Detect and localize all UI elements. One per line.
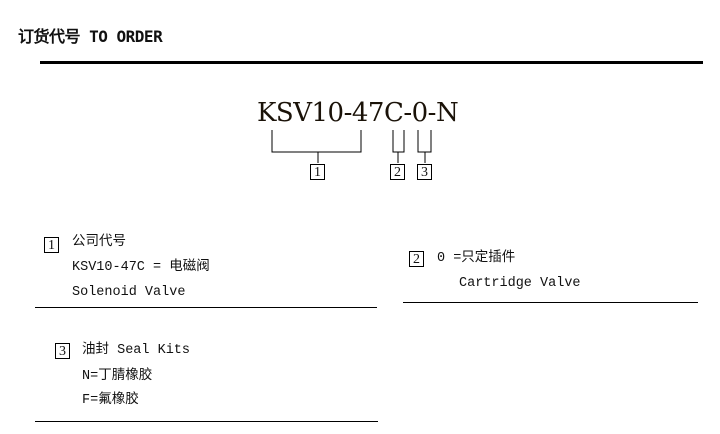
section-3-heading: 油封 Seal Kits xyxy=(82,343,191,358)
section-1-line-2: Solenoid Valve xyxy=(72,285,186,300)
page-title: 订货代号 TO ORDER xyxy=(18,27,163,46)
section-1-line-1: KSV10-47C = 电磁阀 xyxy=(72,260,210,275)
section-1-marker: 1 xyxy=(44,237,59,253)
marker-box-3: 3 xyxy=(417,164,432,180)
bracket-1 xyxy=(271,130,362,153)
marker-box-2: 2 xyxy=(390,164,405,180)
marker-box-1: 1 xyxy=(310,164,325,180)
section-2-heading: 0 =只定插件 xyxy=(437,251,516,266)
title-divider xyxy=(40,61,703,64)
section-2-marker: 2 xyxy=(409,251,424,267)
section-2-line-1: Cartridge Valve xyxy=(459,276,581,291)
bracket-2 xyxy=(392,130,405,153)
section-3-line-1: N=丁腈橡胶 xyxy=(82,369,153,384)
section-1-divider xyxy=(35,307,377,308)
section-1-heading: 公司代号 xyxy=(72,235,126,250)
model-code: KSV10-47C-0-N xyxy=(257,98,459,128)
section-3-marker: 3 xyxy=(55,343,70,359)
section-3-line-2: F=氟橡胶 xyxy=(82,393,139,408)
bracket-3 xyxy=(417,130,432,153)
section-2-divider xyxy=(403,302,698,303)
section-3-divider xyxy=(35,421,378,422)
